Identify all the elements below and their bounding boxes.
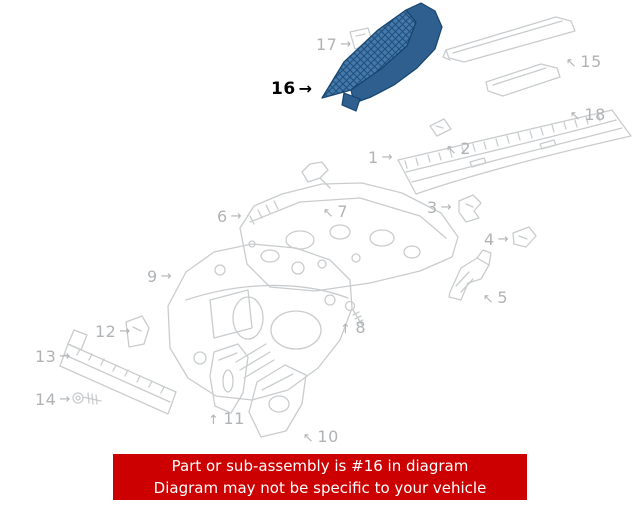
part-number: 6 [217, 207, 228, 226]
part-label-16-highlighted: 16 → [271, 79, 313, 99]
part-number: 10 [317, 427, 339, 446]
part-label-2: → 2 [442, 139, 472, 159]
leader-arrow-icon: → [160, 269, 173, 284]
part-number: 8 [355, 318, 367, 337]
part-18-drawing [485, 63, 561, 97]
part-number: 15 [580, 52, 602, 71]
part-label-7: → 7 [319, 202, 349, 222]
part-12-drawing [125, 315, 150, 348]
part-number: 18 [584, 105, 606, 124]
leader-arrow-icon: → [230, 209, 243, 224]
part-6-drawing [239, 182, 459, 292]
part-label-14: 14 → [35, 391, 71, 409]
part-number: 2 [460, 139, 472, 158]
part-label-12: 12 → [95, 323, 131, 341]
part-number: 9 [147, 267, 158, 286]
leader-arrow-icon: → [59, 392, 71, 407]
part-number: 11 [223, 409, 245, 428]
part-5-drawing [448, 249, 492, 301]
part-number: 12 [95, 322, 117, 341]
disclaimer-banner: Part or sub-assembly is #16 in diagram D… [113, 454, 527, 500]
part-label-8: → 8 [338, 318, 367, 337]
part-label-13: 13 → [35, 348, 71, 366]
leader-arrow-icon: → [206, 413, 222, 425]
part-11-drawing [209, 343, 249, 414]
part-label-11: → 11 [206, 409, 245, 428]
part-16-highlighted-drawing [321, 2, 443, 112]
part-label-9: 9 → [147, 268, 172, 286]
part-9-drawing [167, 243, 353, 401]
part-label-3: 3 → [427, 199, 452, 217]
part-label-18: → 18 [566, 105, 606, 125]
part-number: 13 [35, 347, 57, 366]
part-1-drawing [397, 109, 632, 195]
part-10-drawing [248, 364, 307, 438]
part-number: 5 [497, 288, 509, 307]
part-label-10: → 10 [299, 427, 339, 447]
leader-arrow-icon: → [497, 232, 510, 247]
part-3-drawing [458, 194, 482, 223]
banner-line-1: Part or sub-assembly is #16 in diagram [171, 457, 469, 475]
part-number: 3 [427, 198, 438, 217]
part-label-1: 1 → [368, 149, 393, 167]
part-label-4: 4 → [484, 231, 509, 249]
part-label-6: 6 → [217, 208, 242, 226]
leader-arrow-icon: → [59, 349, 71, 364]
part-number: 14 [35, 390, 57, 409]
part-2-drawing [429, 118, 452, 137]
leader-arrow-icon: → [340, 37, 352, 52]
leader-arrow-icon: → [381, 150, 394, 165]
part-14-drawing [72, 392, 102, 405]
leader-arrow-icon: → [119, 324, 131, 339]
parts-diagram-canvas [59, 2, 632, 438]
part-number: 4 [484, 230, 495, 249]
leader-arrow-icon: → [440, 200, 453, 215]
part-number: 1 [368, 148, 379, 167]
part-15-drawing [442, 16, 576, 63]
leader-arrow-icon: → [298, 79, 313, 98]
part-7-drawing [301, 161, 331, 189]
part-number: 7 [337, 202, 349, 221]
part-label-5: → 5 [479, 288, 509, 308]
part-number: 16 [271, 79, 296, 99]
part-label-15: → 15 [562, 52, 602, 72]
part-label-17: 17 → [316, 36, 352, 54]
part-4-drawing [512, 226, 537, 248]
part-number: 17 [316, 35, 338, 54]
part-13-drawing [59, 329, 177, 415]
leader-arrow-icon: → [338, 322, 354, 334]
banner-line-2: Diagram may not be specific to your vehi… [153, 479, 487, 497]
part-8-drawing [344, 300, 364, 326]
